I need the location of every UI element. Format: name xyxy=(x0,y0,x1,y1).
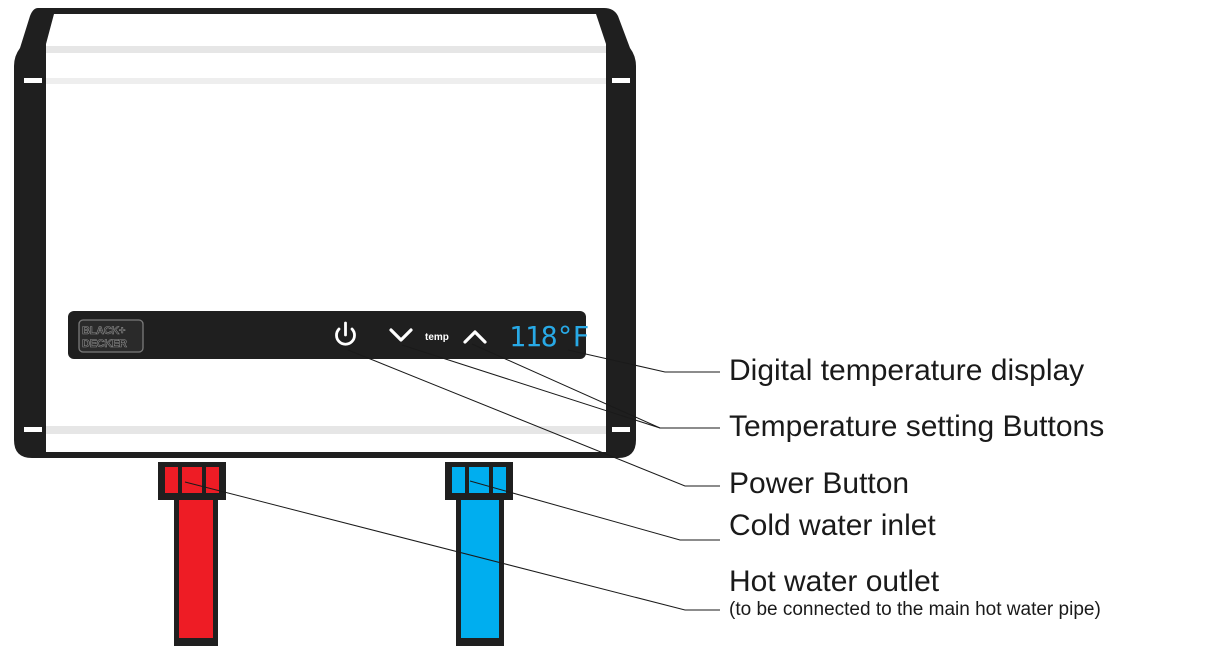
frame-notch xyxy=(612,78,630,83)
top-highlight-band-2 xyxy=(46,78,606,84)
callout-temperature-buttons: Temperature setting Buttons xyxy=(729,410,1105,443)
callout-digital-display: Digital temperature display xyxy=(729,354,1085,387)
control-panel xyxy=(68,311,586,359)
frame-notch xyxy=(24,427,42,432)
leader-lines xyxy=(184,343,720,611)
digital-temperature-display: 118°F xyxy=(509,320,588,353)
frame-notch xyxy=(24,78,42,83)
brand-logo-border xyxy=(78,319,144,353)
callout-hot-outlet: Hot water outlet xyxy=(729,565,940,598)
hot-water-outlet-pipe xyxy=(158,462,226,646)
leader-digital-display xyxy=(567,349,720,373)
brand-logo-line2: DECKER xyxy=(82,338,127,350)
cold-water-inlet-pipe xyxy=(445,462,513,646)
bottom-highlight-band xyxy=(46,426,606,434)
brand-logo-line1: BLACK+ xyxy=(82,325,125,337)
temp-label: temp xyxy=(425,332,449,343)
leader-hot-outlet xyxy=(184,481,720,611)
callout-hot-outlet-note: (to be connected to the main hot water p… xyxy=(729,599,1101,620)
leader-cold-inlet xyxy=(469,480,720,541)
power-icon[interactable] xyxy=(335,321,356,346)
callout-cold-inlet: Cold water inlet xyxy=(729,509,936,542)
top-highlight-band xyxy=(46,46,606,53)
callout-power-button: Power Button xyxy=(729,467,910,500)
frame-notch xyxy=(612,427,630,432)
chevron-down-icon[interactable] xyxy=(389,328,413,342)
chevron-up-icon[interactable] xyxy=(463,330,487,344)
leader-temp-down xyxy=(401,344,661,429)
leader-power-button xyxy=(347,349,720,487)
